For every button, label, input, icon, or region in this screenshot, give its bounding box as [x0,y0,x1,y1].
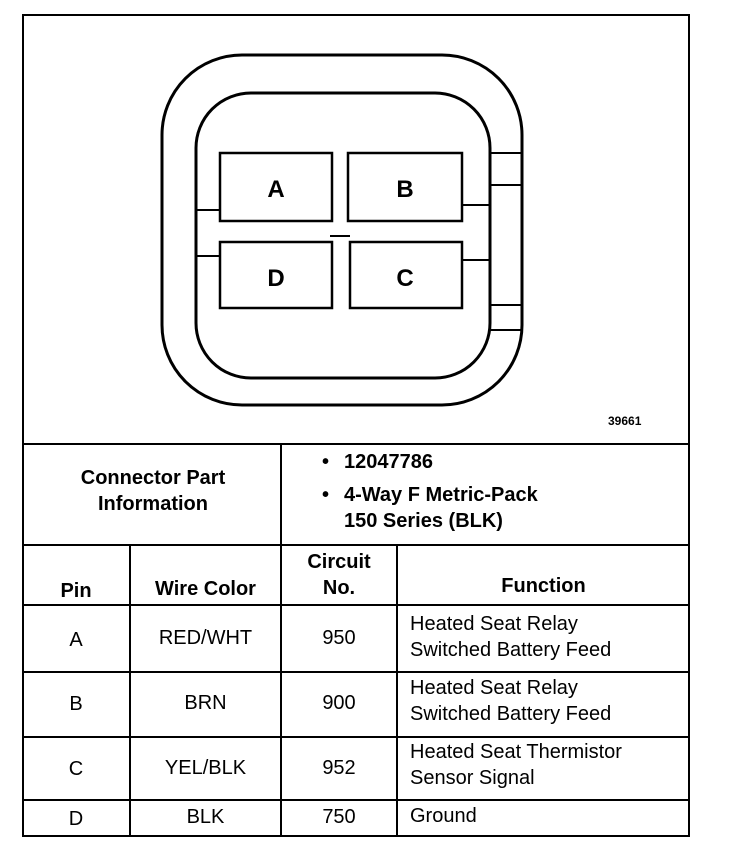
header-function: Function [501,575,586,597]
row-function: Ground [410,803,477,829]
header-circuit-line2: No. [322,577,356,599]
row-wire-color: RED/WHT [158,627,253,649]
table-grid [22,443,690,837]
connector-info-label: Connector Part Information [22,465,284,517]
cavity-label-a: A [267,176,284,203]
cavity-label-b: B [396,176,413,203]
row-circuit: 900 [322,692,356,714]
row-circuit: 952 [322,757,356,779]
row-function-line1: Heated Seat Relay [410,677,578,699]
figure-id: 39661 [608,414,642,428]
info-label-line2: Information [98,493,208,515]
row-function: Heated Seat Relay Switched Battery Feed [410,675,611,727]
header-pin: Pin [60,580,92,602]
header-wire-color: Wire Color [155,578,256,600]
row-circuit: 750 [322,806,356,828]
row-pin: B [69,693,83,715]
part-number: 12047786 [322,449,538,475]
row-function-line1: Ground [410,805,477,827]
row-function: Heated Seat Relay Switched Battery Feed [410,611,611,663]
cavity-label-d: D [267,265,284,292]
row-function-line1: Heated Seat Relay [410,613,578,635]
cavity-a [218,151,334,223]
row-function-line2: Sensor Signal [410,767,535,789]
cavity-c [348,240,464,310]
connector-key [196,204,490,261]
header-circuit: Circuit No. [281,549,397,601]
header-circuit-line1: Circuit [307,551,371,573]
row-pin: D [68,808,84,830]
row-wire-color: YEL/BLK [164,757,247,779]
diagram-frame [22,14,690,837]
row-wire-color: BRN [184,692,227,714]
row-wire-color: BLK [186,806,225,828]
cavity-d [218,240,334,310]
description-line1: 4-Way F Metric-Pack [344,484,538,506]
connector-description: 4-Way F Metric-Pack 150 Series (BLK) [322,482,538,534]
row-pin: A [69,629,83,651]
connector-info-list: 12047786 4-Way F Metric-Pack 150 Series … [322,449,538,534]
cavity-b [346,151,464,223]
row-function-line1: Heated Seat Thermistor [410,741,622,763]
row-pin: C [68,758,84,780]
cavity-label-c: C [396,265,413,292]
connector-latch [490,152,521,331]
row-function-line2: Switched Battery Feed [410,639,612,661]
row-circuit: 950 [322,627,356,649]
row-function: Heated Seat Thermistor Sensor Signal [410,739,622,791]
connector-outer-housing [160,53,524,407]
connector-inner-housing [194,91,492,380]
description-line2: 150 Series (BLK) [344,510,503,532]
info-label-line1: Connector Part [80,467,226,489]
row-function-line2: Switched Battery Feed [410,703,612,725]
